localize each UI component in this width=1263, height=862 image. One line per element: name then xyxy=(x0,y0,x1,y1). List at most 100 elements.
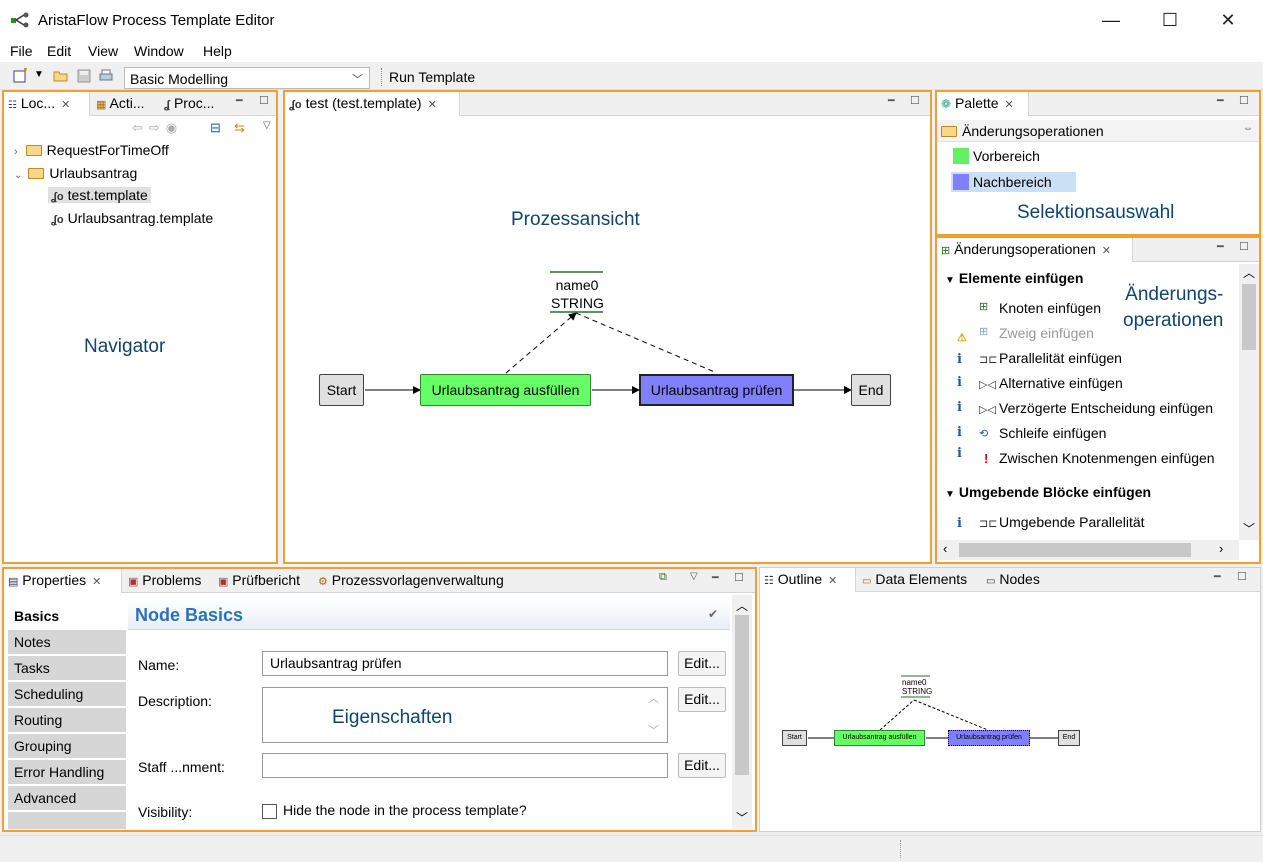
close-icon[interactable]: ✕ xyxy=(1004,99,1014,111)
collapse-arrow-icon[interactable]: ▼ xyxy=(945,275,955,286)
tab-outline[interactable]: ☷ Outline✕ xyxy=(760,568,856,592)
drawer-pin-icon[interactable]: ⇔ xyxy=(1243,123,1253,134)
print-icon[interactable] xyxy=(98,68,114,84)
view-menu-icon[interactable]: ▽ xyxy=(690,571,698,582)
chevron-right-icon[interactable]: › xyxy=(14,146,18,158)
properties-scrollbar[interactable]: ︿ ﹀ xyxy=(732,595,752,829)
group-umgebende-bloecke[interactable]: ▼Umgebende Blöcke einfügen xyxy=(945,484,1151,500)
run-template-button[interactable]: Run Template xyxy=(389,69,476,85)
collapse-arrow-icon[interactable]: ▼ xyxy=(945,489,955,500)
scroll-down-icon[interactable]: ﹀ xyxy=(1243,522,1256,536)
edit-name-button[interactable]: Edit... xyxy=(678,651,726,676)
scroll-thumb[interactable] xyxy=(959,543,1191,557)
minimize-button[interactable]: — xyxy=(1102,10,1120,30)
new-icon[interactable] xyxy=(12,68,28,84)
new-window-icon[interactable]: ⧉ xyxy=(659,571,667,583)
side-tab-routing[interactable]: Routing xyxy=(8,708,126,733)
tab-pruefbericht[interactable]: ▣ Prüfbericht xyxy=(214,569,304,593)
close-icon[interactable]: ✕ xyxy=(1101,245,1111,257)
save-icon[interactable] xyxy=(76,68,92,84)
menu-help[interactable]: Help xyxy=(203,43,232,59)
description-field[interactable]: ︿ ﹀ xyxy=(262,687,668,743)
view-menu-icon[interactable]: ▽ xyxy=(263,120,271,131)
palette-item-vorbereich[interactable]: Vorbereich xyxy=(953,148,1040,164)
palette-item-nachbereich[interactable]: Nachbereich xyxy=(951,172,1076,192)
side-tab-notes[interactable]: Notes xyxy=(8,630,126,655)
edit-description-button[interactable]: Edit... xyxy=(678,687,726,712)
group-elemente-einfuegen[interactable]: ▼Elemente einfügen xyxy=(945,270,1083,286)
close-icon[interactable]: ✕ xyxy=(61,99,71,111)
outline-thumbnail[interactable]: name0 STRING Start Urlaubsantrag ausfüll… xyxy=(764,596,1100,828)
new-dropdown-icon[interactable]: ▼ xyxy=(34,69,44,80)
op-umgebende-parallelitaet[interactable]: i ⊐⊏ Umgebende Parallelität xyxy=(937,514,1237,536)
side-tab-scheduling[interactable]: Scheduling xyxy=(8,682,126,707)
close-icon[interactable]: ✕ xyxy=(828,575,838,587)
scroll-down-icon[interactable]: ﹀ xyxy=(736,811,749,825)
side-tab-advanced[interactable]: Advanced xyxy=(8,786,126,811)
maximize-button[interactable]: ☐ xyxy=(1161,10,1179,30)
menu-edit[interactable]: Edit xyxy=(47,43,72,59)
validate-icon[interactable]: ✔ xyxy=(708,607,719,621)
scroll-right-icon[interactable]: › xyxy=(1219,541,1224,556)
hide-node-checkbox[interactable] xyxy=(262,804,277,819)
menu-file[interactable]: File xyxy=(10,43,33,59)
palette-drawer-header[interactable]: Änderungsoperationen ⇔ xyxy=(937,120,1259,142)
tree-item-requestfortimeoff[interactable]: ›RequestForTimeOff xyxy=(14,142,169,158)
op-zweig-einfuegen[interactable]: ⚠ ⊞ Zweig einfügen xyxy=(937,325,1237,347)
minimize-icon[interactable]: ━ xyxy=(712,572,719,584)
minimize-icon[interactable]: ━ xyxy=(888,95,895,107)
node-end[interactable]: End xyxy=(851,374,891,406)
tab-aenderungsoperationen[interactable]: ⊞ Änderungsoperationen✕ xyxy=(937,238,1133,262)
chevron-down-icon[interactable]: ⌄ xyxy=(14,170,23,181)
scroll-up-icon[interactable]: ︿ xyxy=(648,693,659,705)
minimize-icon[interactable]: ━ xyxy=(236,95,243,107)
tab-properties[interactable]: ▤ Properties✕ xyxy=(4,569,122,593)
scroll-thumb[interactable] xyxy=(735,615,749,775)
collapse-all-icon[interactable]: ⊟ xyxy=(210,120,221,135)
side-tab-grouping[interactable]: Grouping xyxy=(8,734,126,759)
menu-window[interactable]: Window xyxy=(134,43,184,59)
perspective-select[interactable]: Basic Modelling ﹀ xyxy=(124,67,370,89)
data-element[interactable]: name0 STRING xyxy=(551,276,604,312)
side-tab-basics[interactable]: Basics xyxy=(8,604,126,629)
maximize-icon[interactable]: ☐ xyxy=(910,95,920,107)
staff-assignment-field[interactable] xyxy=(262,753,668,778)
close-icon[interactable]: ✕ xyxy=(92,576,102,588)
node-start[interactable]: Start xyxy=(319,374,364,406)
maximize-icon[interactable]: ☐ xyxy=(1239,241,1249,253)
close-icon[interactable]: ✕ xyxy=(427,99,437,111)
op-alternative-einfuegen[interactable]: i ▷◁ Alternative einfügen xyxy=(937,375,1237,397)
vertical-scrollbar[interactable]: ︿ ﹀ xyxy=(1239,264,1259,540)
horizontal-scrollbar[interactable]: ‹ › xyxy=(937,540,1239,560)
side-tab-tasks[interactable]: Tasks xyxy=(8,656,126,681)
op-verzoegerte-entscheidung[interactable]: i ▷◁ Verzögerte Entscheidung einfügen xyxy=(937,400,1237,422)
scroll-down-icon[interactable]: ﹀ xyxy=(648,725,659,737)
side-tab-error-handling[interactable]: Error Handling xyxy=(8,760,126,785)
maximize-icon[interactable]: ☐ xyxy=(1239,95,1249,107)
op-schleife-einfuegen[interactable]: i ⟲ Schleife einfügen xyxy=(937,425,1237,447)
maximize-icon[interactable]: ☐ xyxy=(259,95,269,107)
node-urlaubsantrag-ausfuellen[interactable]: Urlaubsantrag ausfüllen xyxy=(420,374,591,406)
minimize-icon[interactable]: ━ xyxy=(1217,95,1224,107)
op-knoten-einfuegen[interactable]: ⊞ Knoten einfügen xyxy=(937,300,1237,322)
menu-view[interactable]: View xyxy=(88,43,119,59)
node-urlaubsantrag-pruefen[interactable]: Urlaubsantrag prüfen xyxy=(639,374,794,406)
tree-item-urlaubsantrag[interactable]: ⌄Urlaubsantrag xyxy=(14,165,137,181)
name-field[interactable]: Urlaubsantrag prüfen xyxy=(262,651,668,676)
tab-prozessvorlagenverwaltung[interactable]: ⚙ Prozessvorlagenverwaltung xyxy=(314,569,508,593)
op-parallelitaet-einfuegen[interactable]: i ⊐⊏ Parallelität einfügen xyxy=(937,350,1237,372)
maximize-icon[interactable]: ☐ xyxy=(1237,571,1247,583)
minimize-icon[interactable]: ━ xyxy=(1217,241,1224,253)
edit-staff-button[interactable]: Edit... xyxy=(678,753,726,778)
minimize-icon[interactable]: ━ xyxy=(1214,571,1221,583)
scroll-up-icon[interactable]: ︿ xyxy=(736,599,749,613)
close-button[interactable]: ✕ xyxy=(1220,10,1236,30)
tab-location[interactable]: ☷ Loc...✕ xyxy=(4,92,90,116)
op-zwischen-knotenmengen[interactable]: i ! Zwischen Knotenmengen einfügen xyxy=(937,446,1237,472)
scroll-up-icon[interactable]: ︿ xyxy=(1243,266,1256,280)
link-editor-icon[interactable]: ⇆ xyxy=(234,120,245,135)
scroll-left-icon[interactable]: ‹ xyxy=(943,541,948,556)
